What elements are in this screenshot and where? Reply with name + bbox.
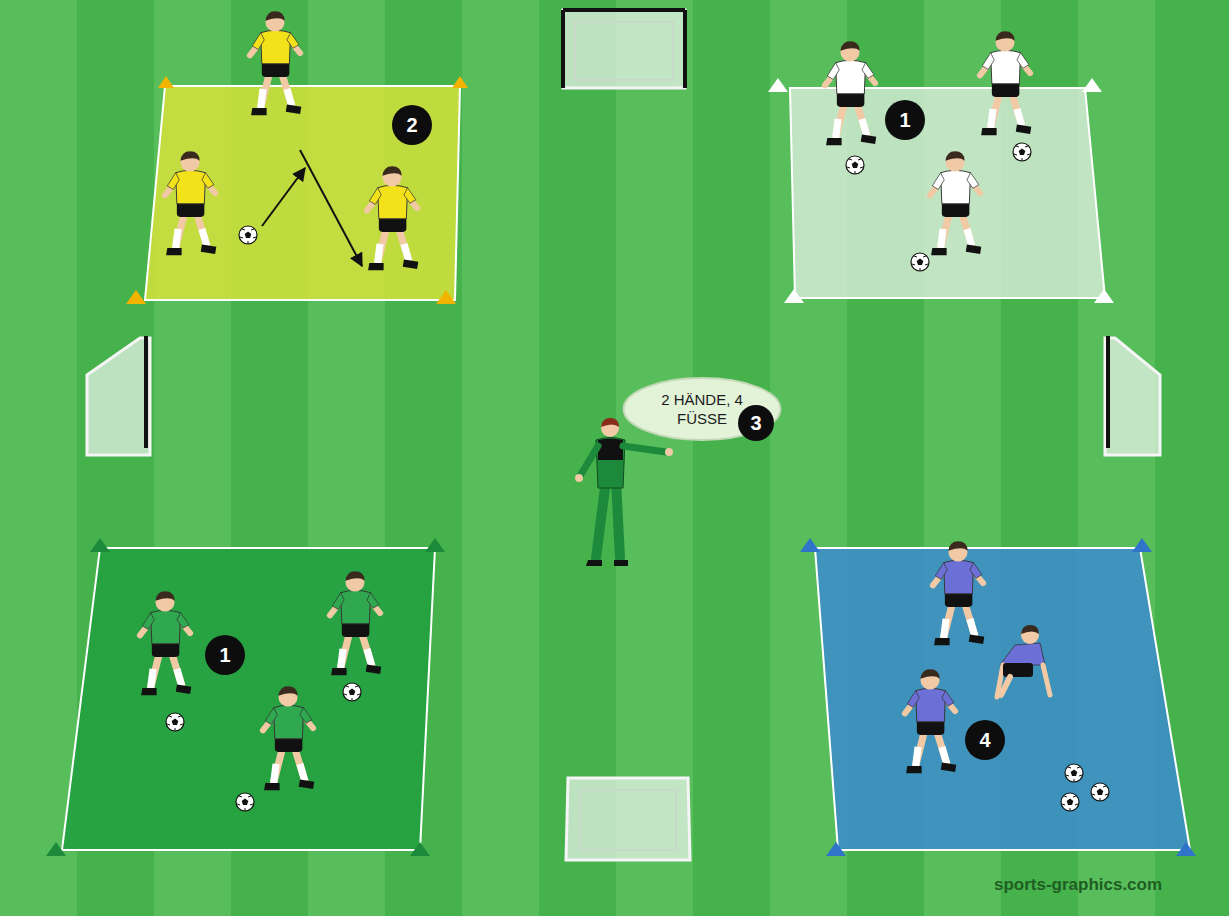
- callout-number: 3: [738, 405, 774, 441]
- watermark: sports-graphics.com: [950, 873, 1206, 897]
- cone: [1082, 78, 1102, 92]
- callout-number: 1: [205, 635, 245, 675]
- yellow-zone: [145, 86, 460, 300]
- pass-arrow: [262, 168, 305, 226]
- yellow-player: [165, 151, 216, 255]
- ball: [1061, 793, 1079, 811]
- yellow-player: [367, 166, 418, 270]
- ball: [343, 683, 361, 701]
- cone: [46, 842, 66, 856]
- ball: [1013, 143, 1031, 161]
- goal-right: [1105, 336, 1160, 455]
- green-player: [140, 591, 191, 695]
- callout-number: 4: [965, 720, 1005, 760]
- goal-top: [563, 10, 685, 88]
- goal-left: [87, 336, 150, 455]
- callout-number: 1: [885, 100, 925, 140]
- bubble-shape: [624, 378, 781, 440]
- cone: [410, 842, 430, 856]
- cone: [452, 76, 468, 88]
- green-player: [263, 686, 314, 790]
- goal-back: [580, 790, 676, 850]
- goal-frame: [563, 10, 685, 88]
- callout-number: 2: [392, 105, 432, 145]
- goal-back: [575, 22, 673, 80]
- white-player: [930, 151, 981, 255]
- cone: [768, 78, 788, 92]
- blue-zone: [815, 548, 1190, 850]
- blue-player-crawling: [997, 625, 1050, 697]
- pass-arrow: [300, 150, 362, 266]
- stripe: [0, 0, 77, 916]
- ball: [239, 226, 257, 244]
- ball: [166, 713, 184, 731]
- cone: [1132, 538, 1152, 552]
- coach: [575, 418, 673, 566]
- cone: [826, 842, 846, 856]
- ball: [1065, 764, 1083, 782]
- stripe: [462, 0, 539, 916]
- goal-bottom: [566, 778, 690, 860]
- goal-post: [144, 336, 148, 448]
- cone: [436, 290, 456, 304]
- ball: [1091, 783, 1109, 801]
- white-player: [980, 31, 1031, 135]
- cone: [1176, 842, 1196, 856]
- goal-post: [1106, 336, 1110, 448]
- ball: [236, 793, 254, 811]
- cone: [158, 76, 174, 88]
- cones: [46, 76, 1196, 856]
- cone: [425, 538, 445, 552]
- ball: [846, 156, 864, 174]
- green-zone: [62, 548, 435, 850]
- cone: [126, 290, 146, 304]
- goal-net: [1105, 338, 1160, 455]
- cone: [784, 289, 804, 303]
- cone: [800, 538, 820, 552]
- goal-net: [87, 338, 150, 455]
- goal-net: [563, 10, 685, 88]
- yellow-player: [250, 11, 301, 115]
- blue-player: [905, 669, 956, 773]
- cone: [90, 538, 110, 552]
- white-player: [825, 41, 876, 145]
- blue-player: [933, 541, 984, 645]
- cone: [1094, 289, 1114, 303]
- goal-net: [566, 778, 690, 860]
- ball: [911, 253, 929, 271]
- green-player: [330, 571, 381, 675]
